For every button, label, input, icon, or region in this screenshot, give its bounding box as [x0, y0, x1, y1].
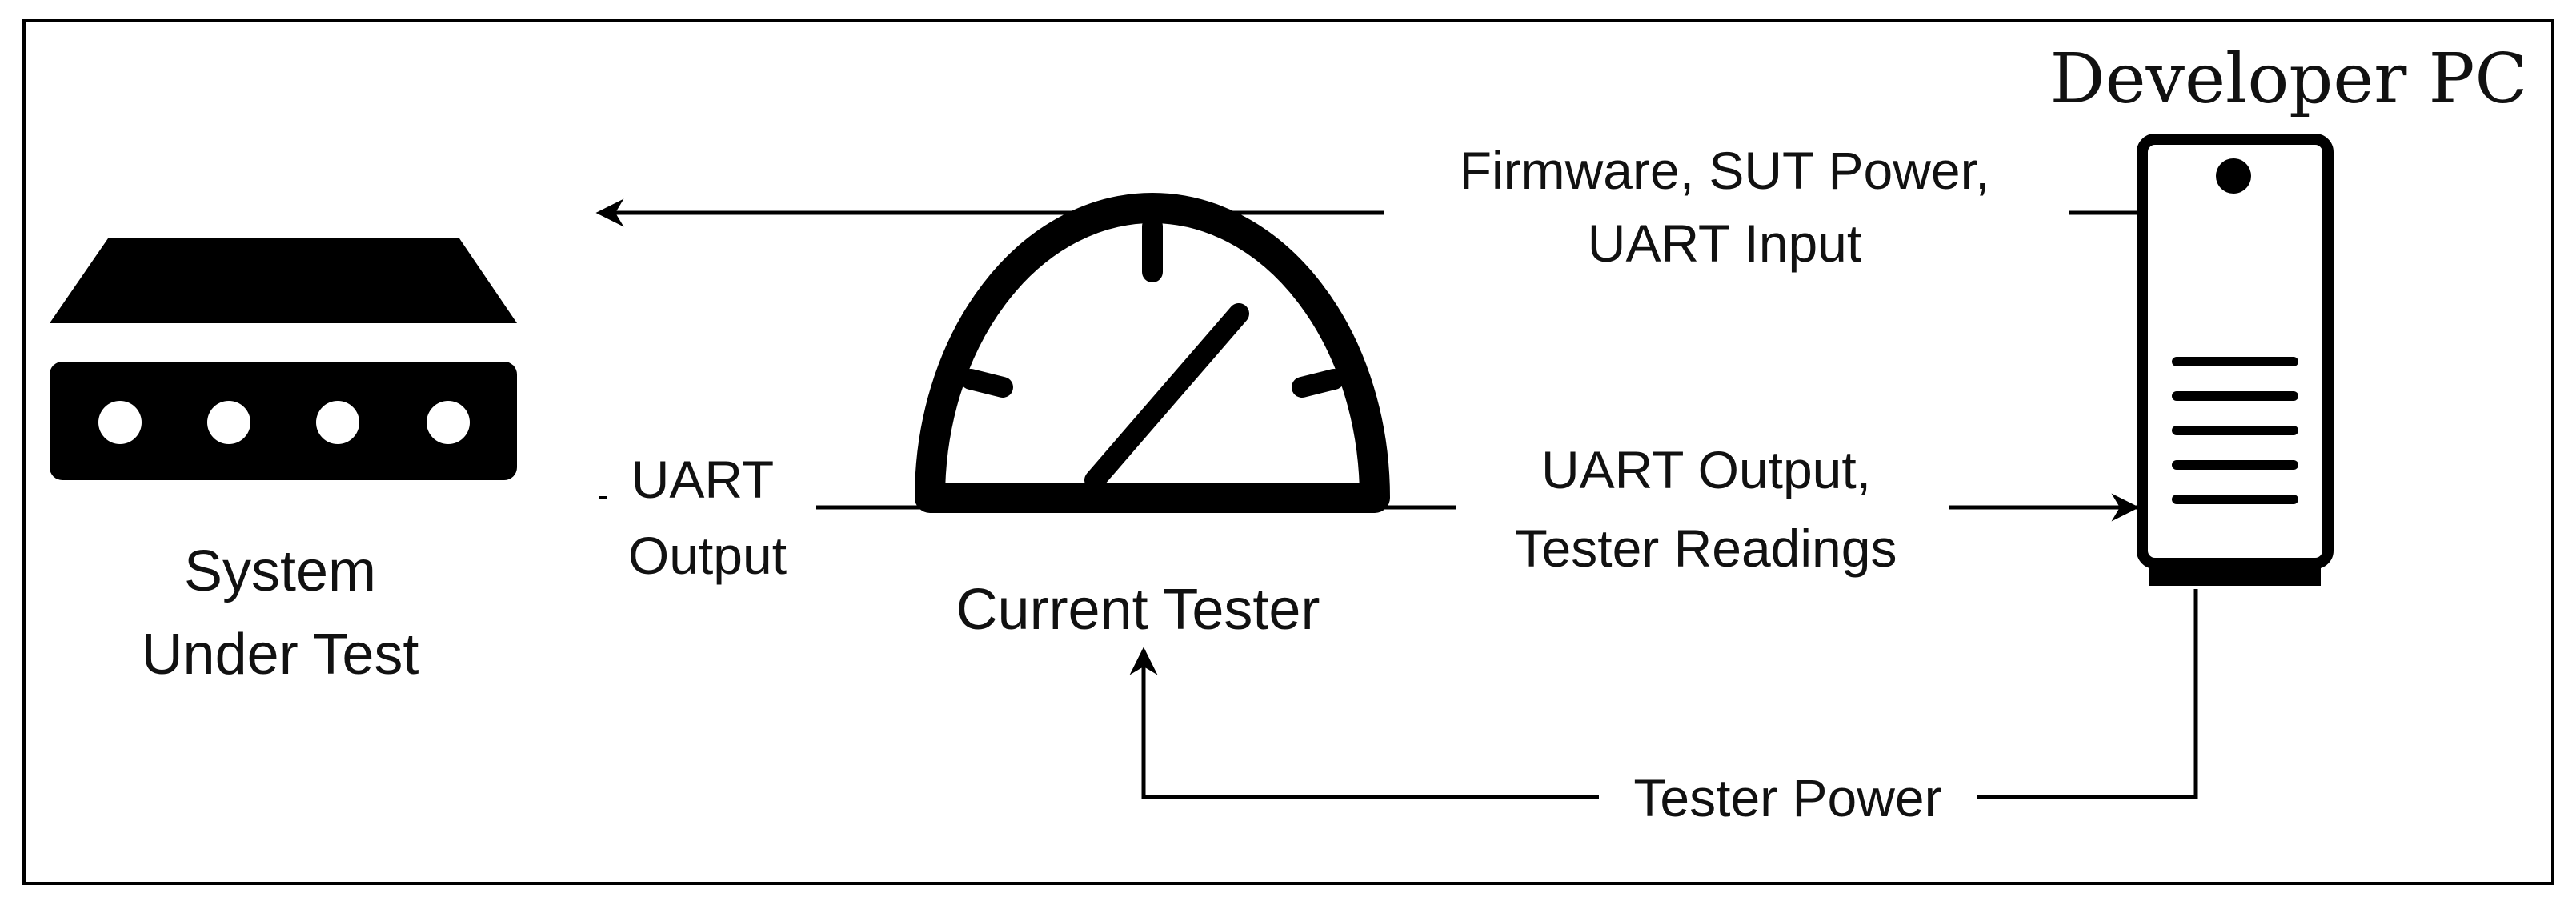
sut-label-line1: System: [184, 539, 376, 603]
system-under-test-icon: [50, 238, 517, 480]
uart-sut-label-line1: UART: [631, 450, 774, 509]
tester-label: Current Tester: [956, 578, 1320, 642]
tester-power-path-left: [1129, 647, 1599, 799]
firmware-label-line1: Firmware, SUT Power,: [1460, 141, 1990, 200]
pc-label: Developer PC: [2050, 39, 2528, 119]
uart-pc-label-line2: Tester Readings: [1516, 519, 1897, 578]
diagram-frame: [22, 19, 2554, 885]
current-tester-gauge-icon: [915, 193, 1390, 513]
tester-power-path-right: [1977, 589, 2198, 799]
uart-sut-label-line2: Output: [628, 526, 787, 585]
sut-label-line2: Under Test: [142, 623, 419, 687]
developer-pc-icon: [2137, 134, 2334, 586]
tester-power-label: Tester Power: [1633, 768, 1941, 827]
uart-pc-label-line1: UART Output,: [1541, 440, 1871, 499]
firmware-label-line2: UART Input: [1588, 214, 1861, 273]
